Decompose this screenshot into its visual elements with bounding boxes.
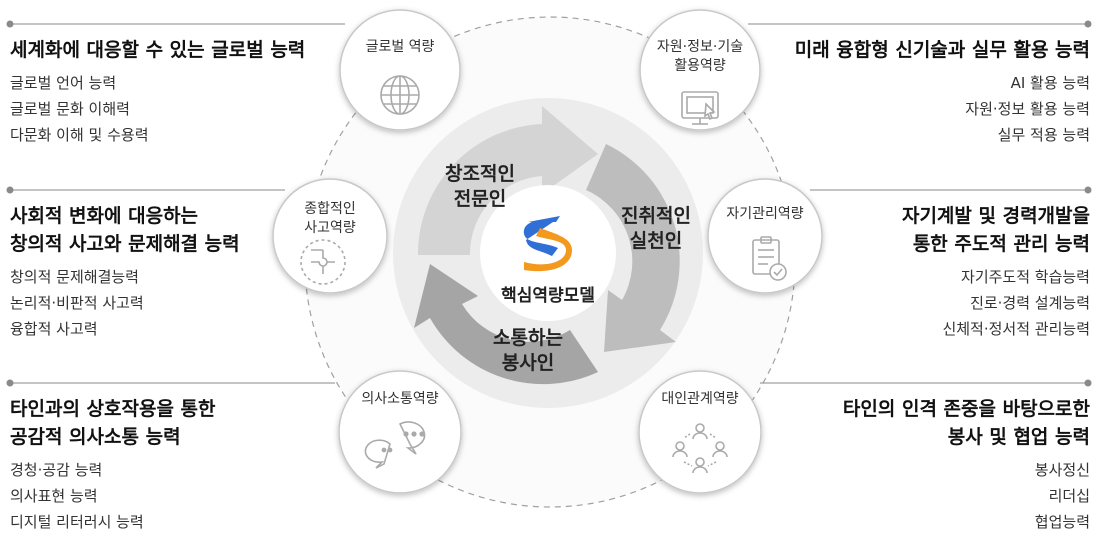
- panel-item: 진로·경력 설계능력: [970, 294, 1090, 312]
- circle-label-thinking: 종합적인 사고역량: [304, 201, 356, 236]
- panel-title: 사회적 변화에 대응하는 창의적 사고와 문제해결 능력: [10, 205, 240, 255]
- panel-item: 의사표현 능력: [10, 487, 98, 505]
- panel-item: 협업능력: [1034, 513, 1090, 531]
- arrow-label-communicative: 소통하는 봉사인: [493, 327, 563, 374]
- panel-resources: 미래 융합형 신기술과 실무 활용 능력 AI 활용 능력 자원·정보 활용 능…: [760, 36, 1090, 148]
- arrow-label-creative: 창조적인 전문인: [445, 163, 515, 210]
- people-network-icon: [672, 423, 728, 474]
- panel-item: 다문화 이해 및 수용력: [10, 126, 149, 144]
- panel-item: 봉사정신: [1034, 461, 1090, 479]
- panel-item: 신체적·정서적 관리능력: [942, 320, 1090, 338]
- panel-item: 실무 적용 능력: [997, 126, 1090, 144]
- panel-item: 경청·공감 능력: [10, 461, 103, 479]
- panel-title: 미래 융합형 신기술과 실무 활용 능력: [794, 39, 1090, 61]
- panel-item: 디지털 리터러시 능력: [10, 513, 144, 531]
- competency-circles: [272, 9, 823, 494]
- connector-lines: [6, 20, 1092, 387]
- circle-label-self-management: 자기관리역량: [726, 206, 804, 222]
- panel-item: 자원·정보 활용 능력: [965, 100, 1090, 118]
- panel-communication: 타인과의 상호작용을 통한 공감적 의사소통 능력 경청·공감 능력 의사표현 …: [10, 395, 340, 535]
- circle-label-global: 글로벌 역량: [365, 39, 435, 55]
- puzzle-icon: [300, 239, 346, 285]
- panel-thinking: 사회적 변화에 대응하는 창의적 사고와 문제해결 능력 창의적 문제해결능력 …: [10, 202, 340, 342]
- panel-title: 타인의 인격 존중을 바탕으로한 봉사 및 협업 능력: [842, 398, 1090, 448]
- s-logo-icon: [523, 216, 572, 272]
- panel-interpersonal: 타인의 인격 존중을 바탕으로한 봉사 및 협업 능력 봉사정신 리더십 협업능…: [760, 395, 1090, 535]
- panel-title: 세계화에 대응할 수 있는 글로벌 능력: [10, 39, 306, 61]
- panel-item: 논리적·비판적 사고력: [10, 294, 144, 312]
- panel-item: 글로벌 문화 이해력: [10, 100, 130, 118]
- panel-item: 융합적 사고력: [10, 320, 98, 338]
- circle-label-communication: 의사소통역량: [361, 391, 439, 407]
- checklist-icon: [752, 236, 787, 281]
- computer-icon: [681, 91, 719, 125]
- panel-item: AI 활용 능력: [1010, 74, 1090, 92]
- arrow-creative: [417, 106, 598, 255]
- arrow-label-proactive: 진취적인 실천인: [621, 205, 691, 252]
- panel-item: 창의적 문제해결능력: [10, 268, 139, 286]
- arrow-proactive: [586, 144, 680, 352]
- panel-global: 세계화에 대응할 수 있는 글로벌 능력 글로벌 언어 능력 글로벌 문화 이해…: [10, 36, 340, 148]
- circle-label-interpersonal: 대인관계역량: [661, 391, 739, 407]
- panel-item: 리더십: [1048, 487, 1090, 505]
- center-title: 핵심역량모델: [501, 286, 595, 306]
- panel-title: 타인과의 상호작용을 통한 공감적 의사소통 능력: [10, 398, 216, 448]
- panel-item: 자기주도적 학습능력: [961, 268, 1090, 286]
- panel-self-management: 자기계발 및 경력개발을 통한 주도적 관리 능력 자기주도적 학습능력 진로·…: [760, 202, 1090, 342]
- panel-item: 글로벌 언어 능력: [10, 74, 117, 92]
- circle-label-resources: 자원·정보·기술 활용역량: [656, 39, 744, 74]
- arrow-communicative: [414, 264, 598, 385]
- panel-title: 자기계발 및 경력개발을 통한 주도적 관리 능력: [901, 205, 1090, 255]
- globe-icon: [380, 75, 420, 115]
- chat-bubbles-icon: [364, 421, 426, 469]
